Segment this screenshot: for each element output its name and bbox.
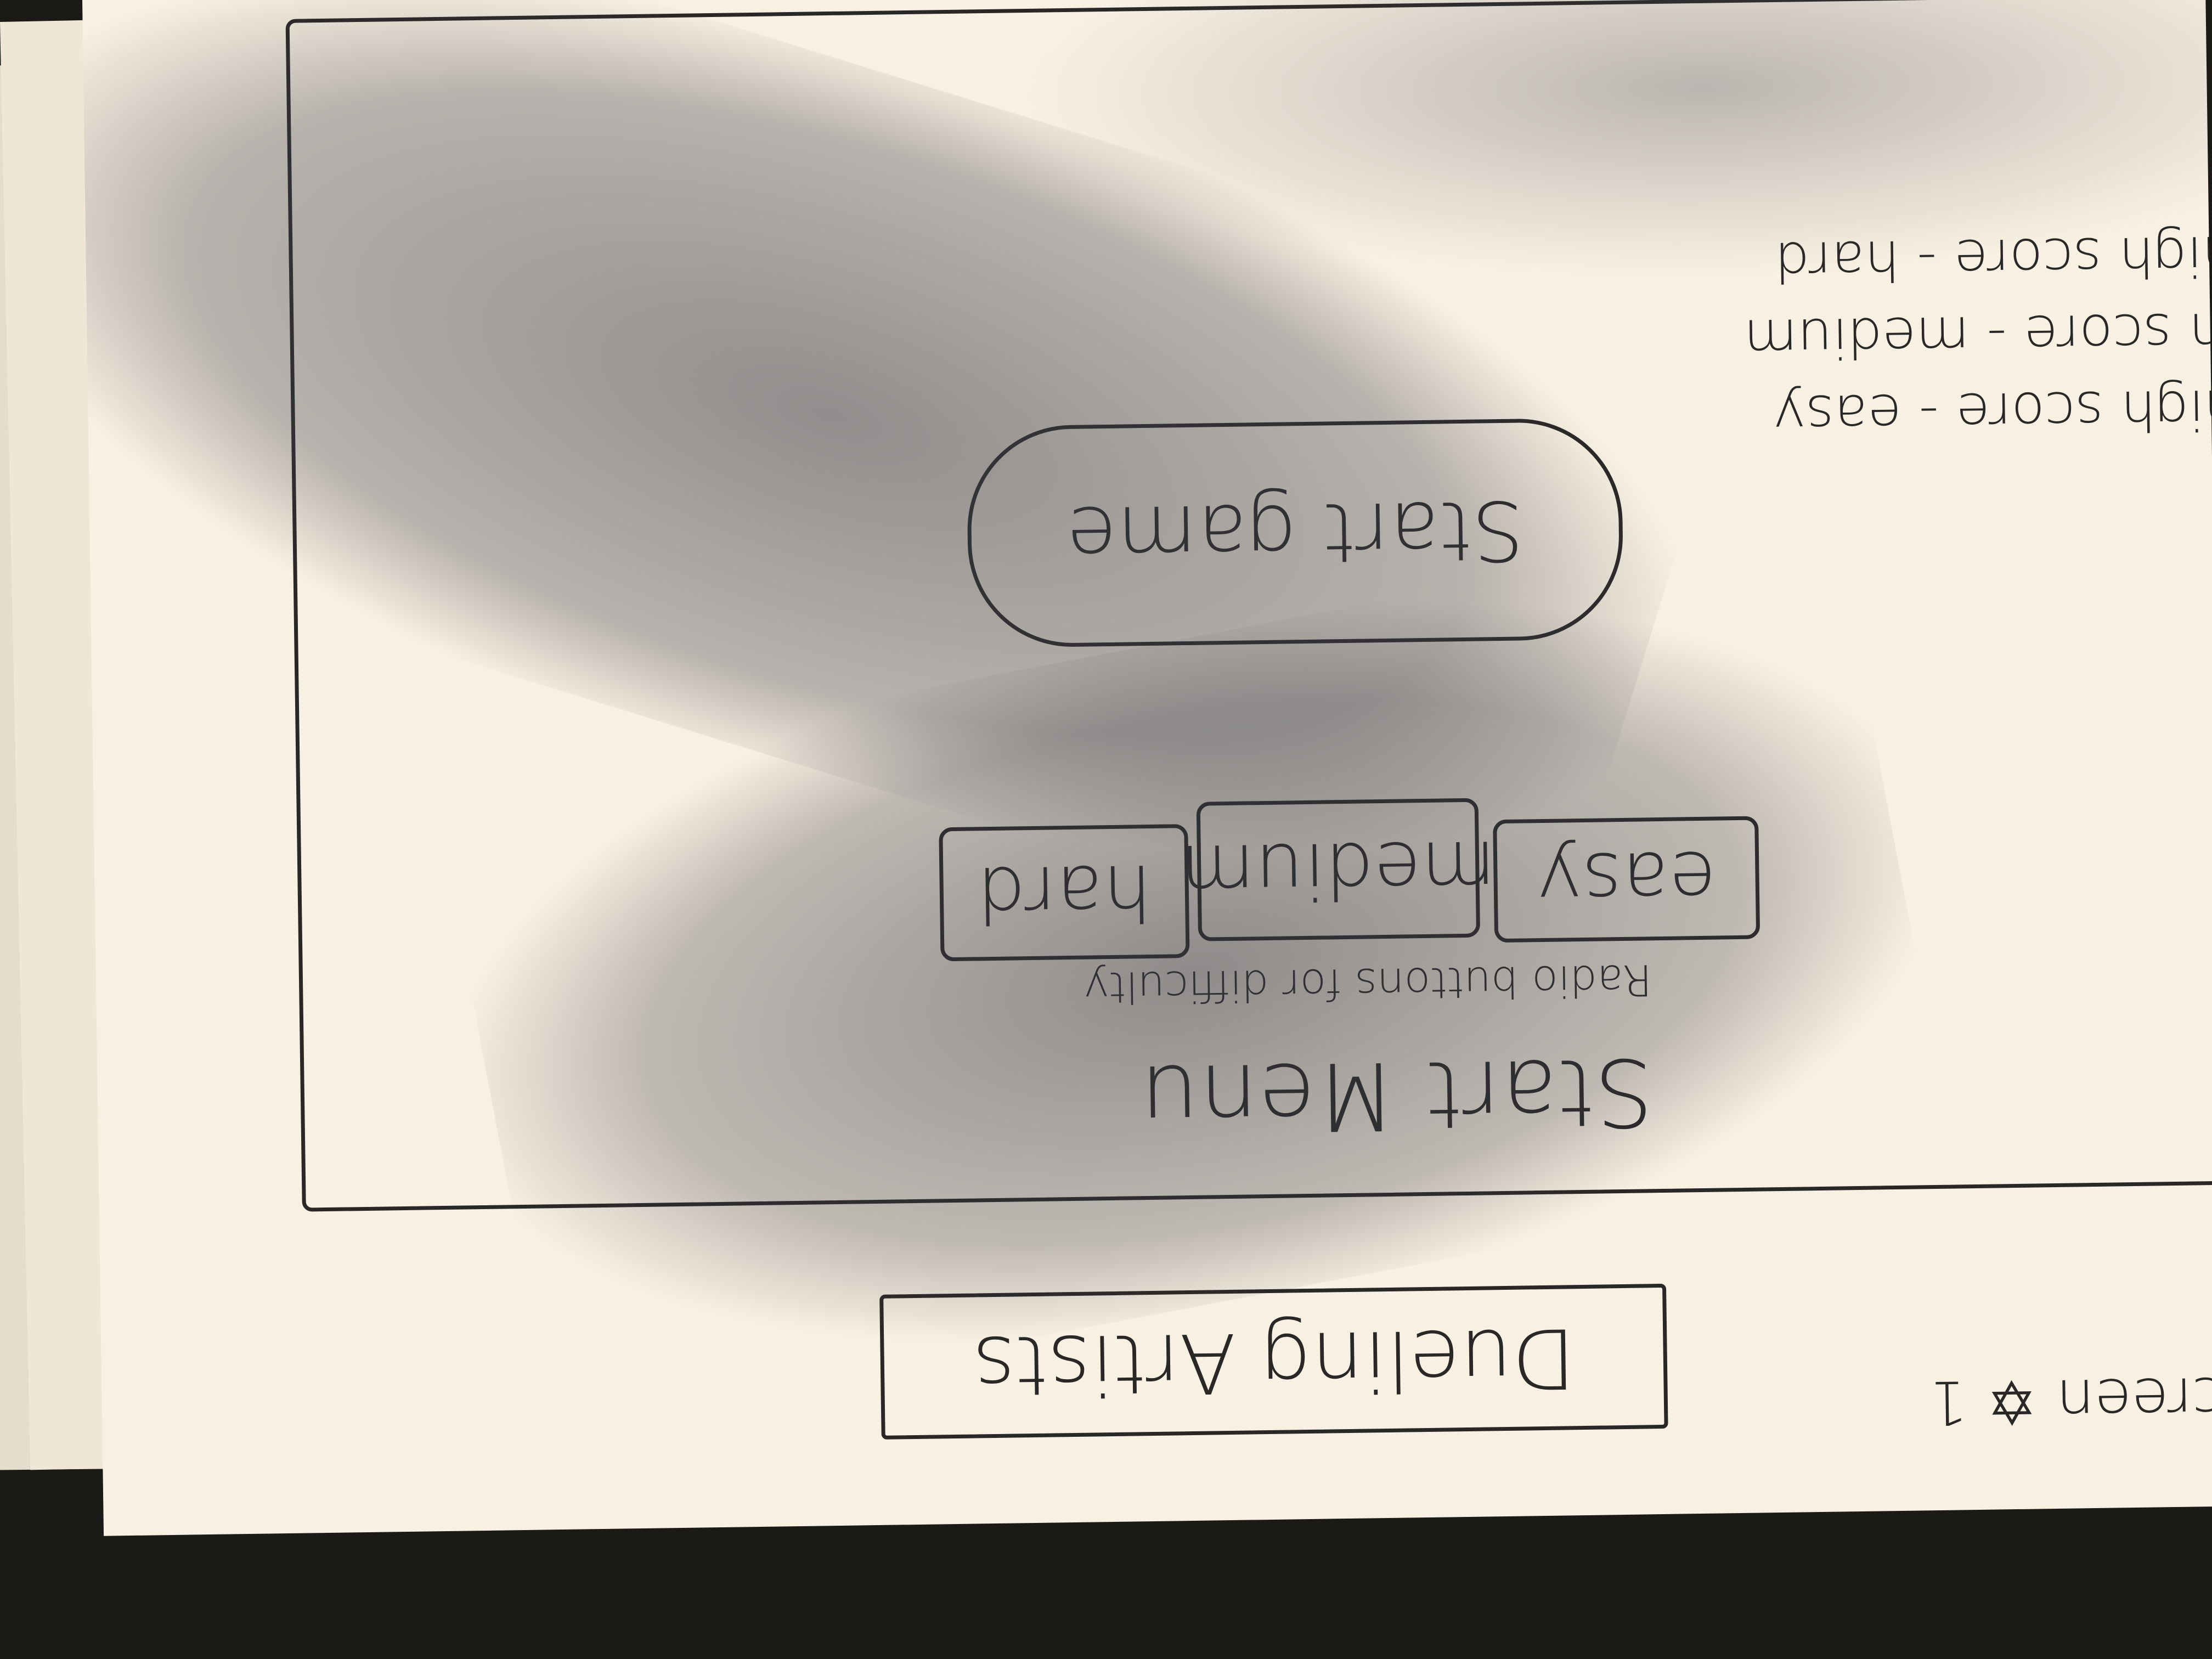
app-title: Dueling Artists bbox=[972, 1310, 1576, 1414]
start-game-label: Start game bbox=[1065, 482, 1525, 584]
start-game-button[interactable]: Start game bbox=[966, 417, 1624, 648]
screen-number-label: Screen ✡ 1 bbox=[1928, 1363, 2212, 1438]
high-score-easy: high score - easy bbox=[1773, 377, 2212, 448]
high-score-hard: high score - hard bbox=[1774, 223, 2212, 294]
difficulty-radio-hard[interactable]: hard bbox=[939, 824, 1190, 962]
difficulty-radio-medium[interactable]: medium bbox=[1180, 798, 1497, 941]
difficulty-label-easy: easy bbox=[1536, 833, 1717, 926]
high-score-medium: high score - medium bbox=[1743, 299, 2212, 371]
difficulty-note: Radio buttons for difficulty bbox=[1083, 955, 1652, 1012]
difficulty-label-hard: hard bbox=[976, 847, 1153, 939]
app-title-box: Dueling Artists bbox=[879, 1283, 1668, 1440]
difficulty-label-medium: medium bbox=[1180, 822, 1497, 917]
start-menu-title: Start Menu bbox=[1139, 1037, 1655, 1153]
high-score-list: high score - hard high score - medium hi… bbox=[1742, 217, 2212, 454]
difficulty-radio-easy[interactable]: easy bbox=[1493, 816, 1760, 943]
paper-sketch: high score - hard high score - medium hi… bbox=[82, 0, 2212, 1536]
